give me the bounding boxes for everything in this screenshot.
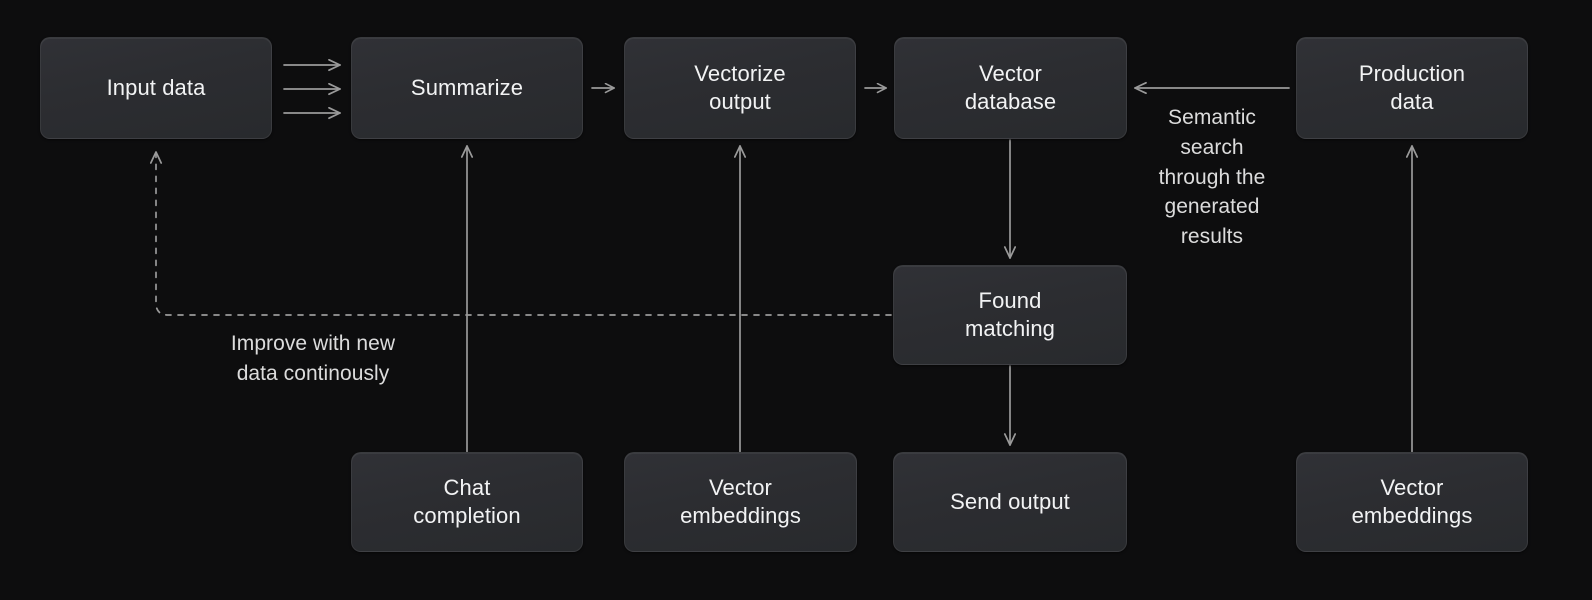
node-vector-embeddings-2[interactable]: Vector embeddings xyxy=(1296,452,1528,552)
edge-label-semantic-search: Semantic search through the generated re… xyxy=(1158,106,1266,249)
node-label-vector-embeddings-2: Vector embeddings xyxy=(1351,474,1473,528)
node-label-vector-database: Vector database xyxy=(964,60,1057,114)
node-label-send-output: Send output xyxy=(950,488,1070,514)
node-label-found-matching: Found matching xyxy=(964,287,1056,341)
edge-label-improve-feedback: Improve with new data continously xyxy=(230,332,396,385)
node-vector-embeddings-1[interactable]: Vector embeddings xyxy=(624,452,857,552)
node-found-matching[interactable]: Found matching xyxy=(893,265,1127,365)
node-label-summarize: Summarize xyxy=(410,74,524,100)
node-label-vector-embeddings-1: Vector embeddings xyxy=(680,474,801,528)
node-label-chat-completion: Chat completion xyxy=(413,474,521,528)
node-vectorize-output[interactable]: Vectorize output xyxy=(624,37,856,139)
node-input-data[interactable]: Input data xyxy=(40,37,272,139)
node-vector-database[interactable]: Vector database xyxy=(894,37,1127,139)
edge-found-to-input-feedback xyxy=(156,151,892,316)
node-summarize[interactable]: Summarize xyxy=(351,37,583,139)
node-label-vectorize-output: Vectorize output xyxy=(694,60,786,114)
node-send-output[interactable]: Send output xyxy=(893,452,1127,552)
node-label-input-data: Input data xyxy=(106,74,206,100)
node-chat-completion[interactable]: Chat completion xyxy=(351,452,583,552)
node-production-data[interactable]: Production data xyxy=(1296,37,1528,139)
node-label-production-data: Production data xyxy=(1358,60,1466,114)
